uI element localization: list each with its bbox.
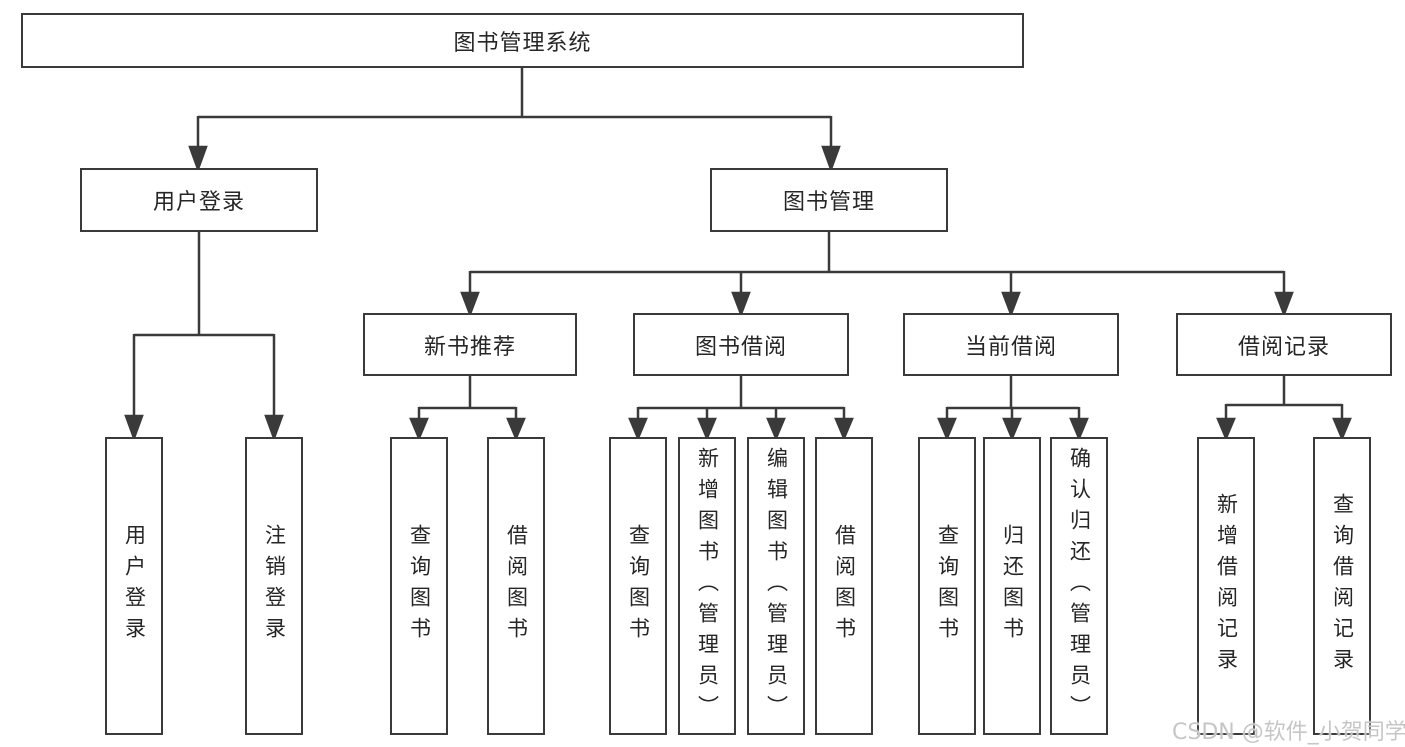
leaf-user-login: 用户登录	[105, 437, 163, 735]
leaf-query-borrow-record: 查询借阅记录	[1313, 437, 1371, 735]
leaf-edit-book-admin: 编辑图书（管理员）	[747, 437, 805, 735]
leaf-add-borrow-record: 新增借阅记录	[1197, 437, 1255, 735]
node-root: 图书管理系统	[21, 13, 1024, 68]
leaf-logout: 注销登录	[245, 437, 303, 735]
node-book-borrow: 图书借阅	[633, 313, 849, 376]
leaf-borrow-books-borrow: 借阅图书	[815, 437, 873, 735]
node-current-borrow: 当前借阅	[903, 313, 1119, 376]
leaf-query-books-borrow: 查询图书	[609, 437, 667, 735]
leaf-confirm-return-admin: 确认归还（管理员）	[1050, 437, 1108, 735]
watermark: CSDN @软件_小贺同学	[1172, 720, 1405, 745]
leaf-query-books-recommend: 查询图书	[390, 437, 448, 735]
leaf-query-books-current: 查询图书	[918, 437, 976, 735]
node-borrow-records: 借阅记录	[1176, 313, 1392, 376]
leaf-return-book: 归还图书	[983, 437, 1041, 735]
leaf-borrow-books-recommend: 借阅图书	[487, 437, 545, 735]
leaf-add-book-admin: 新增图书（管理员）	[678, 437, 736, 735]
node-user-login: 用户登录	[80, 168, 318, 232]
node-new-book-recommend: 新书推荐	[363, 313, 577, 376]
node-book-management: 图书管理	[710, 168, 948, 232]
